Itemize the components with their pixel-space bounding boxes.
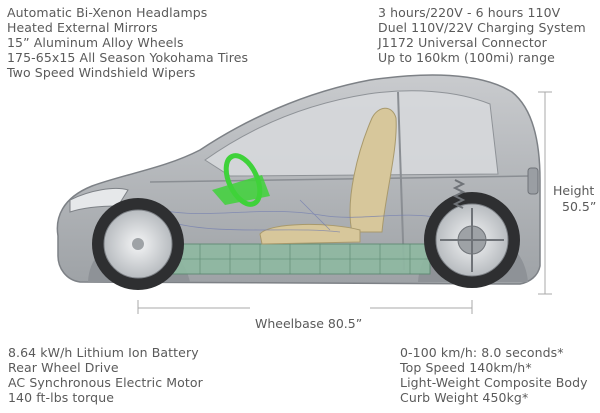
spec-line: 0-100 km/h: 8.0 seconds* bbox=[400, 345, 564, 360]
seat bbox=[349, 107, 397, 233]
specs-bottom-left: 8.64 kW/h Lithium Ion Battery Rear Wheel… bbox=[8, 345, 203, 405]
spec-line: J1172 Universal Connector bbox=[378, 35, 547, 50]
spec-line: Light-Weight Composite Body bbox=[400, 375, 588, 390]
tail-lamp bbox=[527, 167, 539, 195]
spec-line: AC Synchronous Electric Motor bbox=[8, 375, 203, 390]
steering-assembly bbox=[212, 153, 270, 207]
spec-line: Up to 160km (100mi) range bbox=[378, 50, 555, 65]
spec-line: Heated External Mirrors bbox=[7, 20, 158, 35]
height-dimension bbox=[538, 91, 552, 295]
rear-suspension bbox=[452, 179, 466, 209]
beltline bbox=[149, 175, 531, 183]
spec-line: 3 hours/220V - 6 hours 110V bbox=[378, 5, 561, 20]
spec-line: 15” Aluminum Alloy Wheels bbox=[7, 35, 184, 50]
front-wheel bbox=[92, 198, 184, 290]
spec-line: Curb Weight 450kg* bbox=[400, 390, 529, 405]
specs-top-right: 3 hours/220V - 6 hours 110V Duel 110V/22… bbox=[378, 5, 586, 65]
window-glass bbox=[204, 90, 499, 177]
height-label: Height bbox=[553, 183, 595, 198]
spec-line: 175-65x15 All Season Yokohama Tires bbox=[7, 50, 249, 65]
seat-cushion bbox=[259, 223, 361, 245]
spec-line: Two Speed Windshield Wipers bbox=[7, 65, 196, 80]
wheelbase-label: Wheelbase 80.5” bbox=[255, 316, 363, 331]
chassis-wiring bbox=[159, 199, 441, 233]
spec-line: 140 ft-lbs torque bbox=[8, 390, 115, 405]
rear-wheel bbox=[424, 192, 520, 288]
specs-top-left: Automatic Bi-Xenon Headlamps Heated Exte… bbox=[7, 5, 248, 80]
spec-line: Duel 110V/22V Charging System bbox=[378, 20, 586, 35]
door-pillar bbox=[397, 91, 405, 271]
spec-line: Rear Wheel Drive bbox=[8, 360, 119, 375]
spec-line: 8.64 kW/h Lithium Ion Battery bbox=[8, 345, 199, 360]
height-value: 50.5” bbox=[562, 199, 597, 214]
spec-line: Automatic Bi-Xenon Headlamps bbox=[7, 5, 208, 20]
wheelbase-dimension bbox=[137, 300, 473, 314]
specs-bottom-right: 0-100 km/h: 8.0 seconds* Top Speed 140km… bbox=[400, 345, 588, 405]
spec-line: Top Speed 140km/h* bbox=[400, 360, 532, 375]
